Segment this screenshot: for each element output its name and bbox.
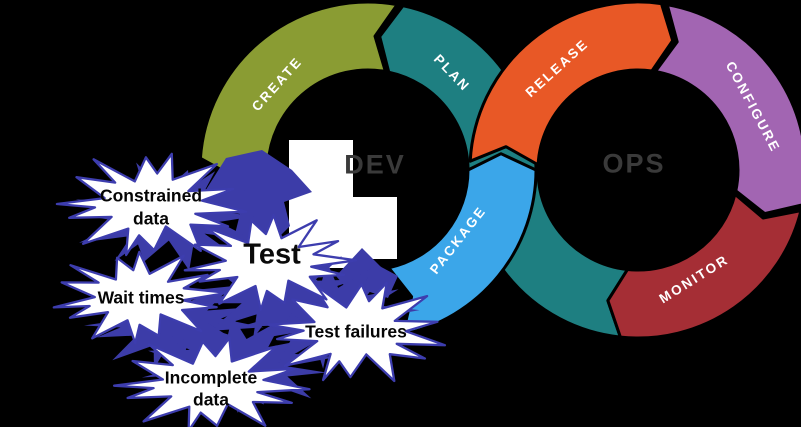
test-fragment-chevron (202, 150, 312, 254)
starburst-shadow-wait-times (84, 277, 264, 369)
burst-label-test-failures: Test failures (305, 321, 407, 342)
starburst-constrained-data (55, 152, 248, 257)
burst-label-wait-times: Wait times (97, 287, 185, 308)
starburst-unlabeled (183, 213, 358, 311)
segment-create (198, 0, 399, 179)
starburst-test-failures (267, 281, 447, 383)
test-annotation: Test (243, 238, 301, 271)
dev-ring-label: DEV (344, 149, 406, 180)
ops-ring-label: OPS (602, 148, 666, 179)
test-fragment-arrow-tip (364, 262, 398, 298)
starburst-wait-times (52, 250, 229, 345)
whiteout-patch-2 (349, 197, 397, 259)
burst-label-incomplete-line2: data (193, 389, 229, 410)
burst-label-constrained-line2: data (133, 208, 169, 229)
burst-label-constrained-line1: Constrained (99, 185, 203, 206)
segment-monitor (606, 192, 801, 340)
starburst-incomplete-data (112, 336, 311, 427)
segment-release (468, 0, 675, 167)
segment-configure (653, 3, 801, 216)
burst-label-incomplete-line1: Incomplete (164, 367, 258, 388)
segment-package (387, 152, 538, 336)
